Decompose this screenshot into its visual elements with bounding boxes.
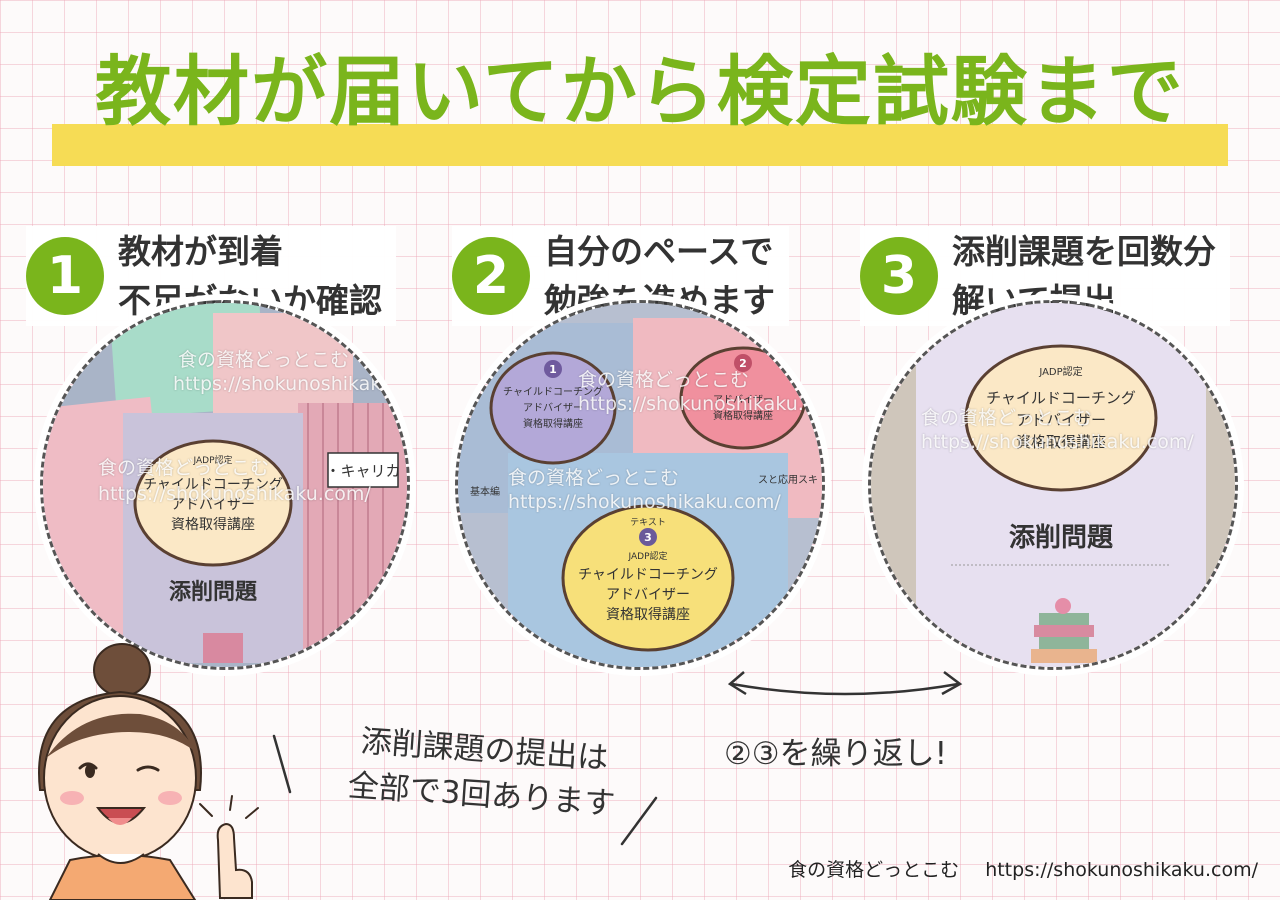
photo-2-watermark-name-2: 食の資格どっとこむ [508, 467, 680, 489]
photo-1-title-1: チャイルドコーチング [143, 477, 283, 493]
photo-2-num-3: 3 [644, 531, 652, 544]
photo-submit-exercises: JADP認定 チャイルドコーチング アドバイザー 資格取得講座 添削問題 食の資… [868, 300, 1238, 670]
footer-credit: 食の資格どっとこむ https://shokunoshikaku.com/ [788, 855, 1258, 882]
footer-site-name: 食の資格どっとこむ [788, 859, 960, 881]
photo-2-title-3c: 資格取得講座 [606, 606, 690, 623]
footer-url[interactable]: https://shokunoshikaku.com/ [985, 859, 1258, 881]
speech-note: 添削課題の提出は 全部で3回あります [315, 717, 650, 830]
title-highlight-band [52, 124, 1228, 166]
step-1-line1: 教材が到着 [118, 231, 283, 271]
photo-materials-arrived: ・キャリカ JADP認定 チャイルドコーチング アドバイザー 資格取得講座 添削… [40, 300, 410, 670]
photo-2-title-1c: 資格取得講座 [523, 417, 583, 430]
photo-2-num-1: 1 [549, 363, 557, 376]
photo-2-basic-label: 基本編 [470, 485, 500, 498]
photo-1-watermark-url: https://shokunoshikaku.com/ [173, 373, 410, 395]
emphasis-stroke-left-icon [272, 734, 292, 794]
photo-2-side-label: スと応用スキ [758, 473, 818, 486]
repeat-arrow-icon [727, 671, 963, 696]
photo-1-exercise-label: 添削問題 [169, 580, 258, 605]
photo-2-watermark-url-2: https://shokunoshikaku.com/ [508, 491, 781, 513]
repeat-note: ②③を繰り返し! [724, 736, 948, 772]
photo-3-illustration: JADP認定 チャイルドコーチング アドバイザー 資格取得講座 添削問題 [871, 303, 1235, 667]
photo-2-illustration: 1 チャイルドコーチング アドバイザー 資格取得講座 2 アドバイザー 資格取得… [458, 303, 822, 667]
photo-1-title-3: 資格取得講座 [171, 516, 255, 533]
photo-3-badge: JADP認定 [1038, 365, 1082, 378]
photo-1-title-2: アドバイザー [171, 497, 255, 513]
step-1-number: 1 [26, 237, 104, 315]
photo-2-title-3b: アドバイザー [606, 587, 690, 603]
step-2-number: 2 [452, 237, 530, 315]
photo-1-watermark-name-2: 食の資格どっとこむ [98, 457, 270, 479]
photo-3-exercise-label: 添削問題 [1009, 523, 1114, 553]
photo-2-title-2c: 資格取得講座 [713, 409, 773, 422]
photo-1-watermark-url-2: https://shokunoshikaku.com/ [98, 483, 371, 505]
photo-2-watermark-name: 食の資格どっとこむ [578, 369, 750, 391]
photo-2-watermark-url: https://shokunoshikaku.com/ [578, 393, 825, 415]
photo-3-title-2: アドバイザー [1016, 411, 1106, 429]
photo-2-badge: JADP認定 [627, 550, 667, 562]
step-1-heading: 1 教材が到着 不足がないか確認 [26, 226, 396, 326]
step-3-number: 3 [860, 237, 938, 315]
photo-3-title-1: チャイルドコーチング [986, 389, 1136, 407]
photo-1-side-label: ・キャリカ [325, 462, 400, 480]
step-3-line1: 添削課題を回数分 [952, 231, 1216, 271]
step-2-text: 自分のペースで 勉強を進めます [544, 227, 775, 326]
photo-study-at-own-pace: 1 チャイルドコーチング アドバイザー 資格取得講座 2 アドバイザー 資格取得… [455, 300, 825, 670]
step-1-text: 教材が到着 不足がないか確認 [118, 227, 382, 326]
photo-2-title-1b: アドバイザー [523, 402, 583, 414]
photo-2-text-label: テキスト [630, 517, 666, 528]
photo-2-title-3a: チャイルドコーチング [578, 567, 718, 583]
photo-3-watermark-name: 食の資格どっとこむ [921, 407, 1093, 429]
photo-1-badge: JADP認定 [192, 454, 232, 466]
photo-1-watermark-name: 食の資格どっとこむ [178, 349, 350, 371]
photo-2-title-2b: アドバイザー [713, 394, 773, 406]
emphasis-stroke-right-icon [620, 796, 658, 846]
photo-3-watermark-url: https://shokunoshikaku.com/ [921, 431, 1194, 453]
photo-2-title-1a: チャイルドコーチング [503, 385, 603, 398]
guide-woman-illustration [38, 643, 259, 900]
page-title: 教材が届いてから検定試験まで [95, 47, 1185, 136]
photo-3-title-3: 資格取得講座 [1016, 433, 1106, 451]
step-2-line1: 自分のペースで [544, 231, 774, 271]
photo-2-num-2: 2 [739, 357, 747, 370]
step-2-heading: 2 自分のペースで 勉強を進めます [452, 226, 789, 326]
